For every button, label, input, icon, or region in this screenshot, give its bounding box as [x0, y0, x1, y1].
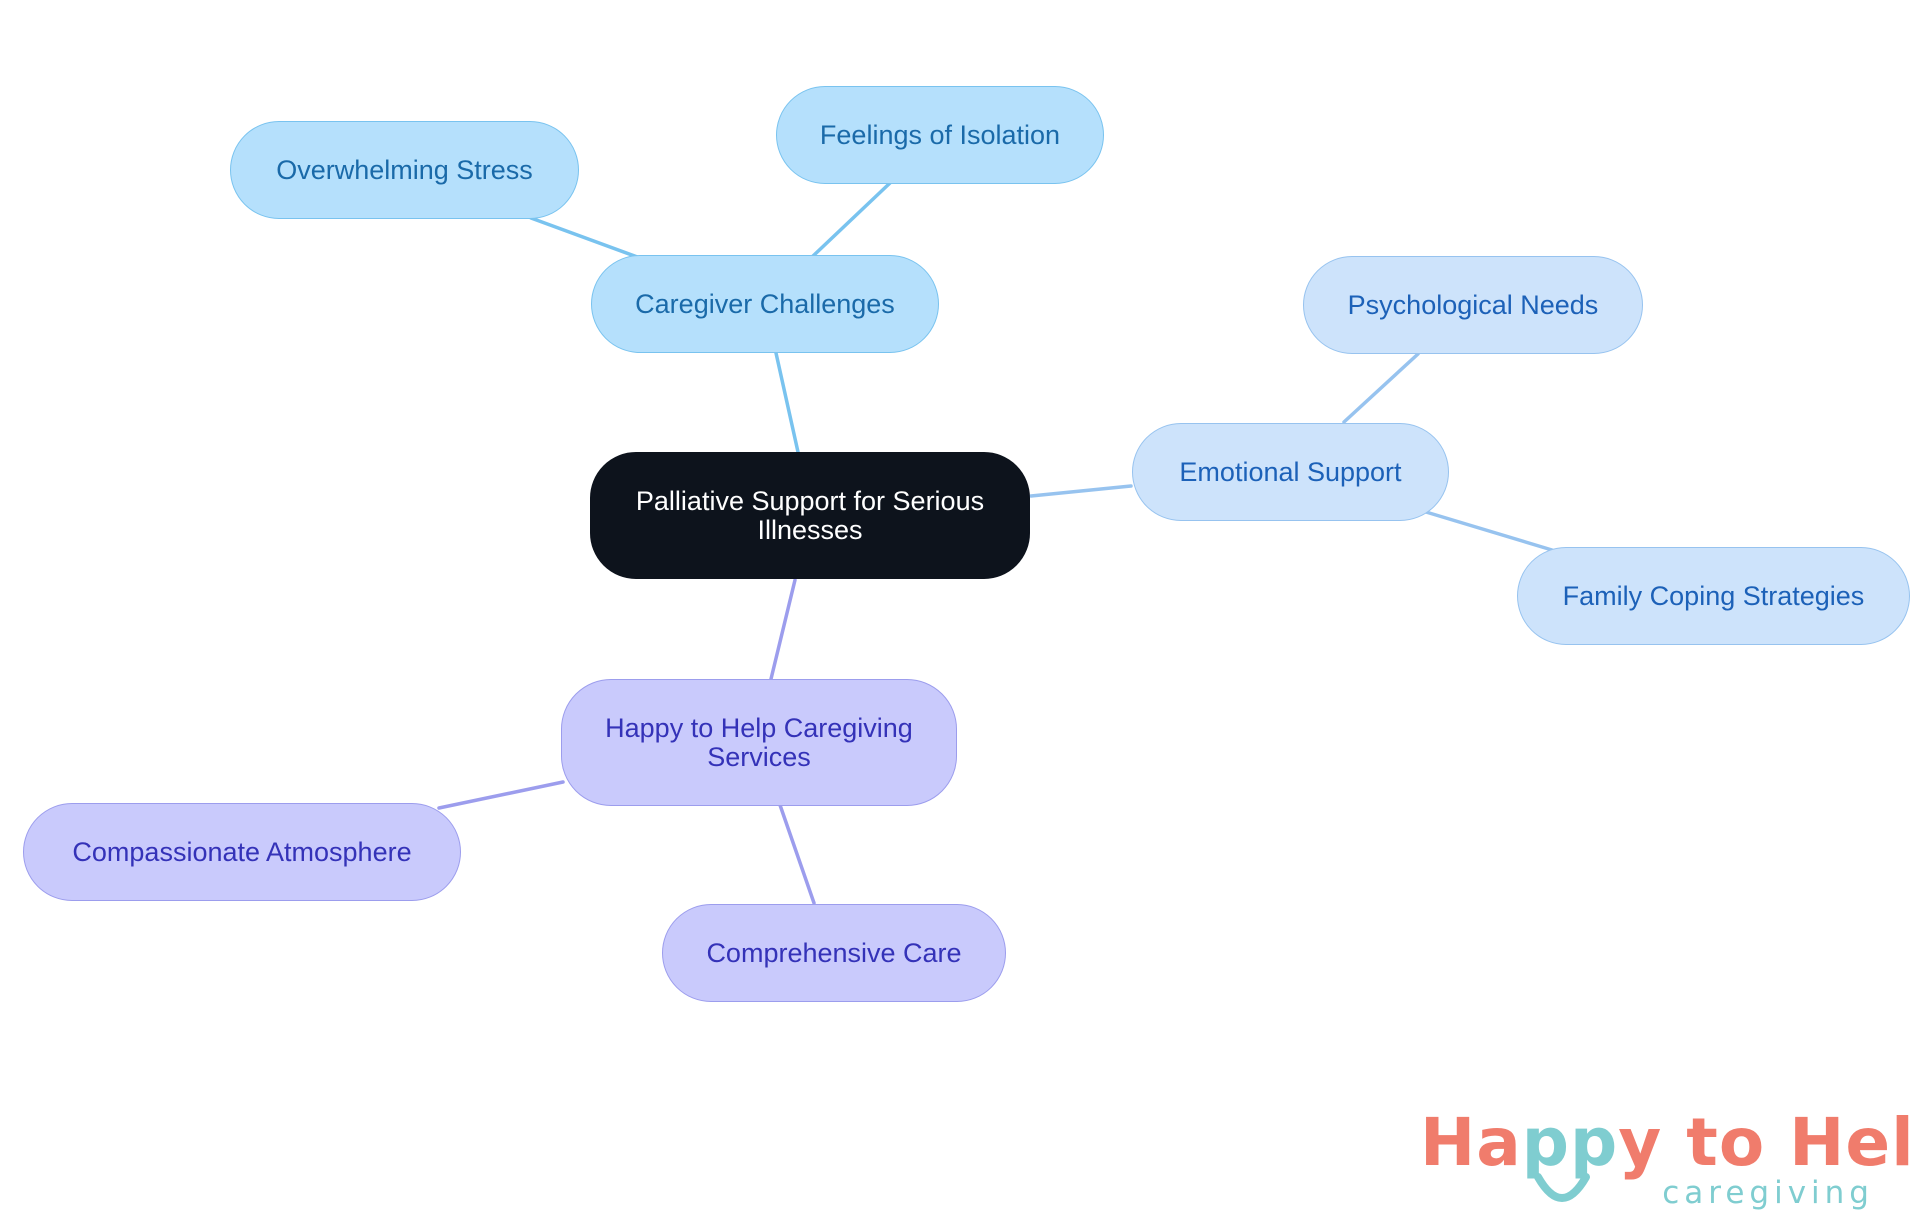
node-caregiver-challenges-label: Caregiver Challenges [635, 288, 895, 319]
node-compassionate-atmosphere[interactable]: Compassionate Atmosphere [23, 803, 461, 901]
node-psychological-needs[interactable]: Psychological Needs [1303, 256, 1643, 354]
root-node[interactable]: Palliative Support for Serious Illnesses [590, 452, 1030, 579]
node-overwhelming-stress-label: Overwhelming Stress [276, 154, 533, 185]
node-family-coping-strategies[interactable]: Family Coping Strategies [1517, 547, 1910, 645]
node-emotional-support[interactable]: Emotional Support [1132, 423, 1449, 521]
edge-root-emotional [1029, 484, 1133, 498]
edge-services-compassionate [437, 780, 565, 810]
logo-word-pp: pp [1521, 1104, 1619, 1181]
node-emotional-support-label: Emotional Support [1179, 456, 1402, 487]
node-happy-to-help-services-label: Happy to Help Caregiving Services [605, 712, 913, 772]
node-comprehensive-care-label: Comprehensive Care [706, 937, 962, 968]
smile-icon [1534, 1173, 1590, 1202]
node-caregiver-challenges[interactable]: Caregiver Challenges [591, 255, 939, 353]
node-overwhelming-stress[interactable]: Overwhelming Stress [230, 121, 579, 219]
root-node-label: Palliative Support for Serious Illnesses [635, 485, 985, 545]
node-happy-to-help-services[interactable]: Happy to Help Caregiving Services [561, 679, 957, 806]
node-feelings-of-isolation-label: Feelings of Isolation [819, 119, 1061, 150]
node-feelings-of-isolation[interactable]: Feelings of Isolation [776, 86, 1104, 184]
logo-word-rest: y to Help [1618, 1104, 1920, 1181]
edge-services-comprehensive [778, 803, 816, 905]
node-psychological-needs-label: Psychological Needs [1347, 289, 1599, 320]
node-comprehensive-care[interactable]: Comprehensive Care [662, 904, 1006, 1002]
edge-caregiver-stress [529, 216, 642, 260]
happy-to-help-logo: Happy to Help caregiving [1420, 1105, 1920, 1215]
node-compassionate-atmosphere-label: Compassionate Atmosphere [72, 836, 412, 867]
logo-tagline: caregiving [1662, 1175, 1874, 1211]
logo-word-ha: Ha [1420, 1104, 1522, 1181]
edge-root-caregiver [774, 351, 800, 454]
edge-emotional-family [1424, 510, 1554, 552]
edge-emotional-psychological [1342, 352, 1420, 424]
node-family-coping-strategies-label: Family Coping Strategies [1562, 580, 1865, 611]
logo-wordmark: Happy to Help [1420, 1105, 1920, 1181]
edge-caregiver-isolation [811, 181, 892, 258]
edge-root-services [769, 578, 797, 681]
